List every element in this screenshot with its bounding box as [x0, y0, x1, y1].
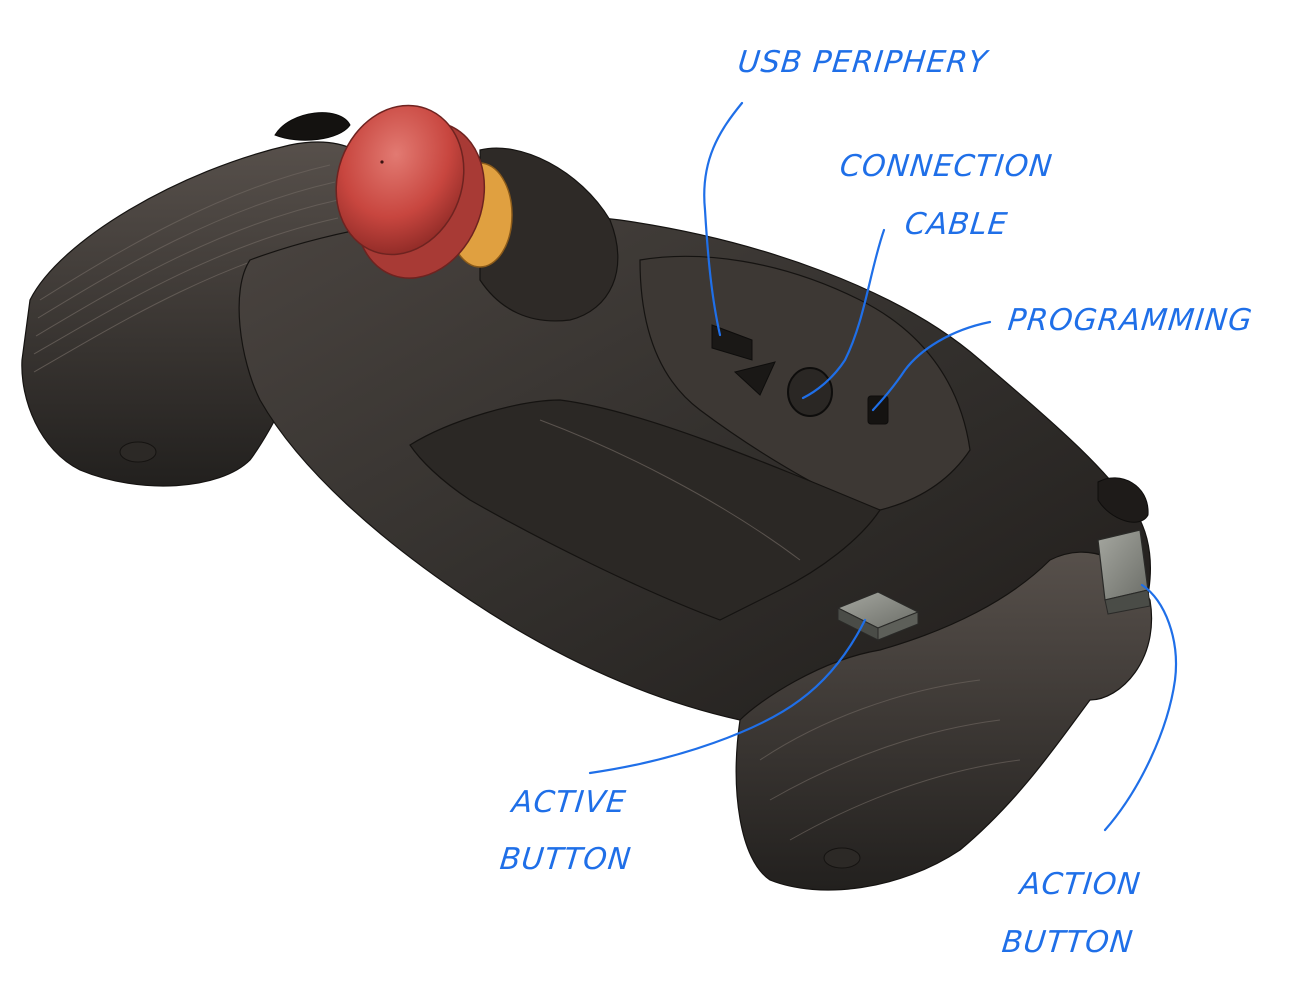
programming-port: [867, 395, 889, 425]
connection-port: [787, 367, 833, 417]
estop-stem: [479, 147, 619, 322]
left-grip-screw: [119, 441, 157, 463]
action-button-shape: [1097, 529, 1151, 615]
right-grip: [735, 551, 1153, 891]
active-leader-line: [588, 618, 867, 775]
programming-leader-line: [871, 320, 992, 412]
usb-leader-line: [703, 101, 744, 337]
connection-leader-line: [801, 228, 886, 400]
usb-port: [711, 324, 776, 396]
programming-label: PROGRAMMING: [1006, 303, 1255, 338]
bottom-tray: [409, 399, 881, 621]
active-button-label-line2: BUTTON: [498, 842, 634, 877]
connection-cable-label-line1: CONNECTION: [838, 149, 1055, 184]
active-button-label-line1: ACTIVE: [510, 785, 629, 820]
action-button-label-line2: BUTTON: [1000, 925, 1136, 960]
active-button-shape: [836, 591, 920, 641]
estop-cap: [335, 104, 465, 256]
action-button-label-line1: ACTION: [1018, 867, 1143, 902]
connection-cable-label-line2: CABLE: [903, 207, 1010, 242]
right-grip-screw: [823, 847, 861, 869]
usb-periphery-label: USB PERIPHERY: [736, 45, 990, 80]
left-grip-ridges: [33, 164, 339, 373]
action-leader-line: [1103, 583, 1177, 832]
